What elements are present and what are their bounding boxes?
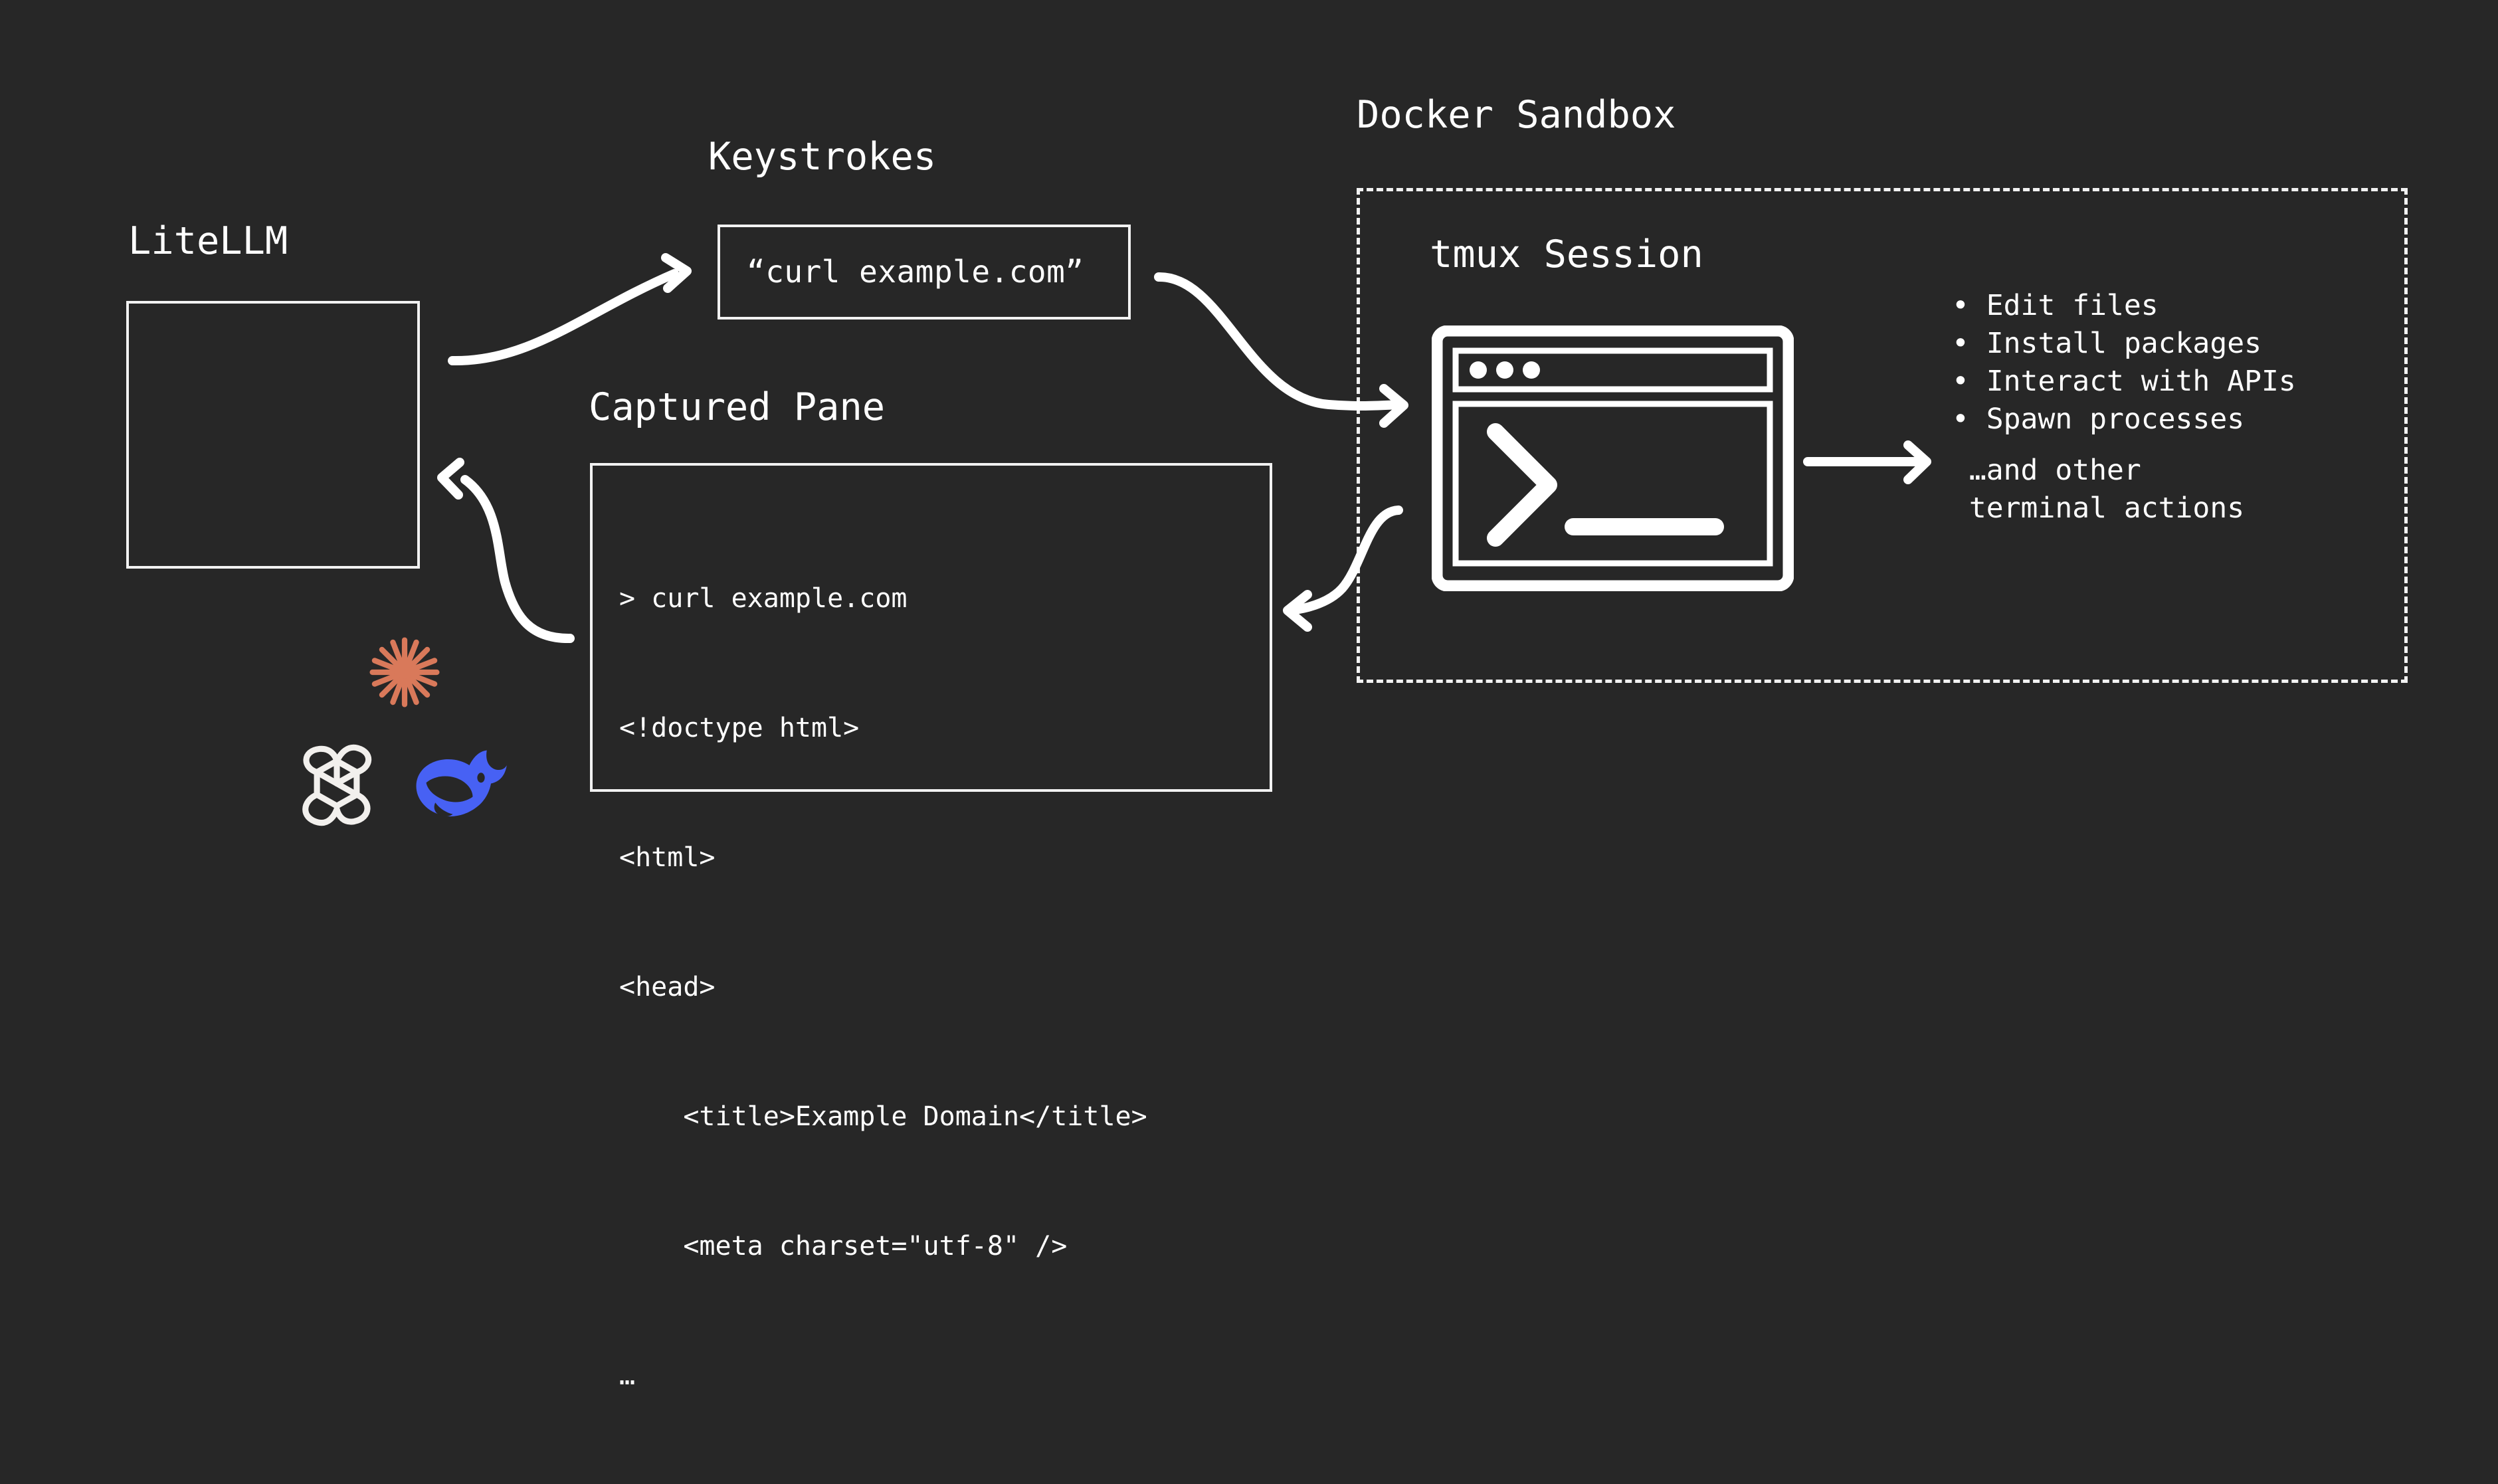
captured-pane-title: Captured Pane: [589, 385, 886, 429]
arrow-litellm-to-keystrokes: [448, 253, 692, 366]
list-item: • Interact with APIs: [1952, 365, 2296, 398]
captured-pane-output: > curl example.com <!doctype html> <html…: [619, 491, 1147, 1484]
capability-tail-line: terminal actions: [1952, 492, 2245, 525]
keystrokes-command-text: “curl example.com”: [747, 254, 1084, 290]
captured-pane-line: <!doctype html>: [619, 713, 860, 743]
list-item: • Edit files: [1952, 289, 2159, 322]
list-item: • Spawn processes: [1952, 403, 2245, 436]
keystrokes-title: Keystrokes: [708, 135, 937, 179]
docker-sandbox-boundary: [1357, 188, 2408, 683]
tmux-session-title: tmux Session: [1430, 232, 1703, 276]
terminal-window-icon: [1432, 325, 1794, 591]
captured-pane-line: <meta charset="utf-8" />: [619, 1231, 1068, 1261]
arrow-captured-pane-to-litellm: [437, 458, 575, 644]
keystrokes-box: “curl example.com”: [718, 225, 1131, 320]
captured-pane-line: > curl example.com: [619, 583, 908, 614]
captured-pane-line: <head>: [619, 972, 716, 1002]
capability-list: • Edit files • Install packages • Intera…: [1952, 287, 2296, 527]
captured-pane-line: …: [619, 1360, 636, 1391]
litellm-provider-box: [126, 301, 507, 826]
anthropic-logo-icon: [369, 637, 440, 707]
captured-pane-box: > curl example.com <!doctype html> <html…: [590, 463, 1272, 1391]
docker-sandbox-title: Docker Sandbox: [1357, 93, 1676, 137]
openai-logo-icon: [302, 744, 372, 826]
deepseek-logo-icon: [416, 750, 507, 816]
diagram-canvas: LiteLLM: [126, 93, 2408, 1391]
captured-pane-line: <title>Example Domain</title>: [619, 1101, 1147, 1132]
litellm-title: LiteLLM: [128, 219, 288, 263]
capability-tail-line: …and other: [1952, 454, 2141, 487]
list-item: • Install packages: [1952, 327, 2261, 360]
captured-pane-line: <html>: [619, 842, 716, 873]
